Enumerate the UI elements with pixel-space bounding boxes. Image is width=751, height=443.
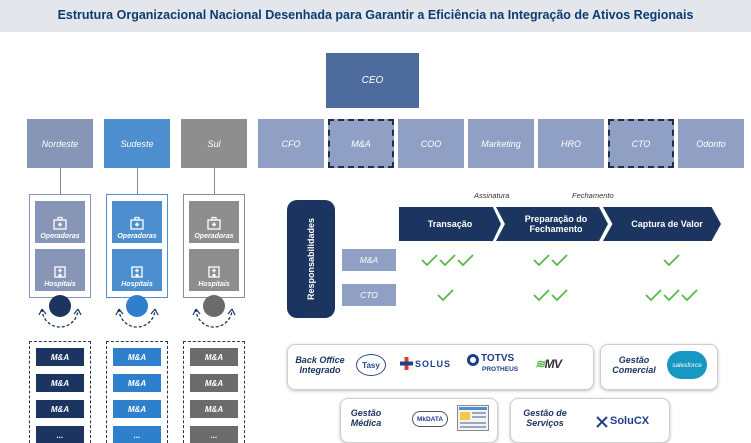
logo-totvs: TOTVS xyxy=(481,353,515,364)
region-column-nordeste: Operadoras Hospitais xyxy=(29,194,91,298)
milestone-fechamento: Fechamento xyxy=(572,191,614,200)
tile-hospitais: Hospitais xyxy=(189,249,239,291)
function-odonto: Odonto xyxy=(678,119,744,168)
list-item: M&A xyxy=(36,348,84,366)
region-sul: Sul xyxy=(181,119,247,168)
solucx-mark-icon xyxy=(596,416,608,428)
logo-protheus: PROTHEUS xyxy=(482,366,519,373)
briefcase-medical-icon xyxy=(130,216,144,230)
label-back-office: Back Office Integrado xyxy=(295,355,345,376)
hospital-icon xyxy=(131,266,143,278)
ma-list-nordeste: M&A M&A M&A ... xyxy=(29,341,91,443)
milestone-assinatura: Assinatura xyxy=(474,191,510,200)
title-bar xyxy=(0,0,751,32)
list-item: ... xyxy=(190,426,238,443)
tile-operadoras: Operadoras xyxy=(35,201,85,243)
connector-line xyxy=(60,168,61,194)
tile-hospitais: Hospitais xyxy=(112,249,162,291)
function-ma: M&A xyxy=(328,119,394,168)
phase-captura: Captura de Valor xyxy=(603,207,721,241)
list-item: M&A xyxy=(113,348,161,366)
check-icon-group xyxy=(421,254,474,267)
logo-tasy: Tasy xyxy=(356,354,386,376)
tile-hospitais: Hospitais xyxy=(35,249,85,291)
hospital-icon xyxy=(54,266,66,278)
page-title: Estrutura Organizacional Nacional Desenh… xyxy=(57,8,694,22)
integration-node-sudeste xyxy=(126,295,148,317)
tile-operadoras: Operadoras xyxy=(189,201,239,243)
label-gestao-medica: Gestão Médica xyxy=(350,408,382,429)
logo-solus: SOLUS xyxy=(415,359,452,369)
tile-label: Hospitais xyxy=(121,281,153,288)
row-label-ma: M&A xyxy=(342,249,396,271)
function-cfo: CFO xyxy=(258,119,324,168)
region-column-sudeste: Operadoras Hospitais xyxy=(106,194,168,298)
tile-operadoras: Operadoras xyxy=(112,201,162,243)
logo-mkdata: MkDATA xyxy=(412,411,448,427)
software-screenshot-icon xyxy=(457,405,489,431)
list-item: M&A xyxy=(36,400,84,418)
check-icon xyxy=(663,254,680,267)
function-cto: CTO xyxy=(608,119,674,168)
logo-salesforce: salesforce xyxy=(667,351,707,379)
list-item: M&A xyxy=(190,400,238,418)
function-hro: HRO xyxy=(538,119,604,168)
list-item: M&A xyxy=(190,348,238,366)
function-coo: COO xyxy=(398,119,464,168)
connector-line xyxy=(137,168,138,194)
tile-label: Hospitais xyxy=(44,281,76,288)
responsibilities-label-box: Responsabilidades xyxy=(287,200,335,318)
phase-transacao: Transação xyxy=(399,207,501,241)
integration-arc-icon xyxy=(38,308,82,328)
list-item: ... xyxy=(36,426,84,443)
row-label-cto: CTO xyxy=(342,284,396,306)
label-gestao-servicos: Gestão de Serviços xyxy=(523,408,567,429)
list-item: ... xyxy=(113,426,161,443)
list-item: M&A xyxy=(190,374,238,392)
connector-line xyxy=(214,168,215,194)
check-icon-group xyxy=(645,289,698,302)
check-icon-group xyxy=(533,254,568,267)
ma-list-sul: M&A M&A M&A ... xyxy=(183,341,245,443)
check-icon xyxy=(437,289,454,302)
list-item: M&A xyxy=(113,400,161,418)
tile-label: Hospitais xyxy=(198,281,230,288)
briefcase-medical-icon xyxy=(53,216,67,230)
panel-back-office xyxy=(287,344,594,390)
list-item: M&A xyxy=(113,374,161,392)
integration-arc-icon xyxy=(115,308,159,328)
ceo-box: CEO xyxy=(326,53,419,108)
region-nordeste: Nordeste xyxy=(27,119,93,168)
list-item: M&A xyxy=(36,374,84,392)
logo-solucx: SoluCX xyxy=(610,415,650,427)
ma-list-sudeste: M&A M&A M&A ... xyxy=(106,341,168,443)
totvs-circle-icon xyxy=(467,354,479,366)
region-column-sul: Operadoras Hospitais xyxy=(183,194,245,298)
phase-preparacao: Preparação do Fechamento xyxy=(496,207,608,241)
panel-gestao-servicos xyxy=(510,398,670,443)
label-gestao-comercial: Gestão Comercial xyxy=(612,355,656,376)
hospital-icon xyxy=(208,266,220,278)
briefcase-medical-icon xyxy=(207,216,221,230)
function-marketing: Marketing xyxy=(468,119,534,168)
tile-label: Operadoras xyxy=(194,233,234,240)
tile-label: Operadoras xyxy=(117,233,157,240)
region-sudeste: Sudeste xyxy=(104,119,170,168)
mv-mark-icon: ≋ xyxy=(535,357,545,371)
responsibilities-label: Responsabilidades xyxy=(306,217,316,301)
integration-node-nordeste xyxy=(49,295,71,317)
integration-arc-icon xyxy=(192,308,236,328)
tile-label: Operadoras xyxy=(40,233,80,240)
check-icon-group xyxy=(533,289,568,302)
solus-cross-icon xyxy=(400,357,413,370)
integration-node-sul xyxy=(203,295,225,317)
logo-mv: ≋MV xyxy=(535,357,562,371)
